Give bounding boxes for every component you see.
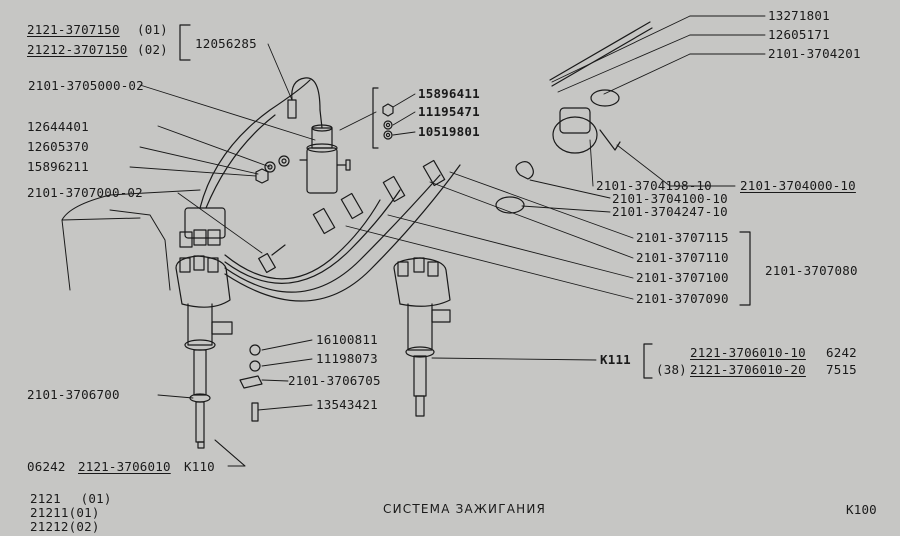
model-variant: (02) xyxy=(68,519,100,534)
model-variant: (01) xyxy=(68,505,100,520)
model-code: 2121 xyxy=(30,491,61,506)
leader-lines xyxy=(129,15,766,467)
label-k111-paren: (38) xyxy=(656,362,687,377)
model-row: 2121 (01) xyxy=(30,492,112,506)
label-2121-3707150-variant: (01) xyxy=(137,22,168,37)
label-2101-3704100-10: 2101-3704100-10 xyxy=(612,191,728,206)
coil-nuts xyxy=(255,103,394,184)
label-2101-3706705: 2101-3706705 xyxy=(288,373,381,388)
label-21212-3707150-variant: (02) xyxy=(137,42,168,57)
label-2101-3706700: 2101-3706700 xyxy=(27,387,120,402)
label-2101-3707090: 2101-3707090 xyxy=(636,291,729,306)
label-2121-3706010: 2121-3706010 xyxy=(78,459,171,474)
label-2121-3706010-20-number: 7515 xyxy=(826,362,857,377)
label-12056285: 12056285 xyxy=(195,36,257,51)
coil-wire xyxy=(287,77,323,129)
label-12605370: 12605370 xyxy=(27,139,89,154)
label-2101-3707115: 2101-3707115 xyxy=(636,230,729,245)
model-variant: (01) xyxy=(80,491,112,506)
label-21212-3707150: 21212-3707150 xyxy=(27,42,128,57)
ignition-switch xyxy=(495,21,653,214)
model-code: 21212 xyxy=(30,519,69,534)
label-12605171: 12605171 xyxy=(768,27,830,42)
label-06242: 06242 xyxy=(27,459,66,474)
spark-plug-caps xyxy=(312,159,446,235)
page-title: СИСТЕМА ЗАЖИГАНИЯ xyxy=(383,502,547,516)
model-row: 21212(02) xyxy=(30,520,112,534)
bracket-12056285 xyxy=(179,24,191,61)
label-2101-3707110: 2101-3707110 xyxy=(636,250,729,265)
label-11195471: 11195471 xyxy=(418,104,480,119)
label-2121-3706010-10: 2121-3706010-10 xyxy=(690,345,806,360)
models-list: 2121 (01) 21211(01) 21212(02) xyxy=(30,492,112,534)
label-11198073: 11198073 xyxy=(316,351,378,366)
label-2121-3706010-10-number: 6242 xyxy=(826,345,857,360)
ignition-coil xyxy=(299,124,351,194)
label-2121-3706010-20: 2121-3706010-20 xyxy=(690,362,806,377)
label-2121-3707150: 2121-3707150 xyxy=(27,22,120,37)
label-2101-3705000-02: 2101-3705000-02 xyxy=(28,78,144,93)
label-16100811: 16100811 xyxy=(316,332,378,347)
engine-outline xyxy=(61,189,201,291)
label-15896211: 15896211 xyxy=(27,159,89,174)
model-code: 21211 xyxy=(30,505,69,520)
label-2101-3707100: 2101-3707100 xyxy=(636,270,729,285)
label-10519801: 10519801 xyxy=(418,124,480,139)
label-2101-3707000-02: 2101-3707000-02 xyxy=(27,185,143,200)
small-parts xyxy=(239,344,263,422)
label-13543421: 13543421 xyxy=(316,397,378,412)
label-k110: К110 xyxy=(184,459,215,474)
label-15896411: 15896411 xyxy=(418,86,480,101)
page-code: К100 xyxy=(846,502,877,517)
distributor-left xyxy=(175,207,233,449)
label-2101-3707080: 2101-3707080 xyxy=(765,263,858,278)
label-12644401: 12644401 xyxy=(27,119,89,134)
spark-plug xyxy=(258,244,286,274)
bracket-2101-3707080 xyxy=(739,231,751,306)
label-2101-3704198-10: 2101-3704198-10 xyxy=(596,178,712,193)
label-k111: К111 xyxy=(600,352,631,367)
label-2101-3704247-10: 2101-3704247-10 xyxy=(612,204,728,219)
label-13271801: 13271801 xyxy=(768,8,830,23)
ht-leads xyxy=(199,79,461,302)
bracket-coil-nuts xyxy=(372,87,379,149)
label-2101-3704000-10: 2101-3704000-10 xyxy=(740,178,856,193)
label-2101-3704201: 2101-3704201 xyxy=(768,46,861,61)
distributor-right xyxy=(393,257,451,417)
bracket-k111 xyxy=(643,343,653,379)
model-row: 21211(01) xyxy=(30,506,112,520)
